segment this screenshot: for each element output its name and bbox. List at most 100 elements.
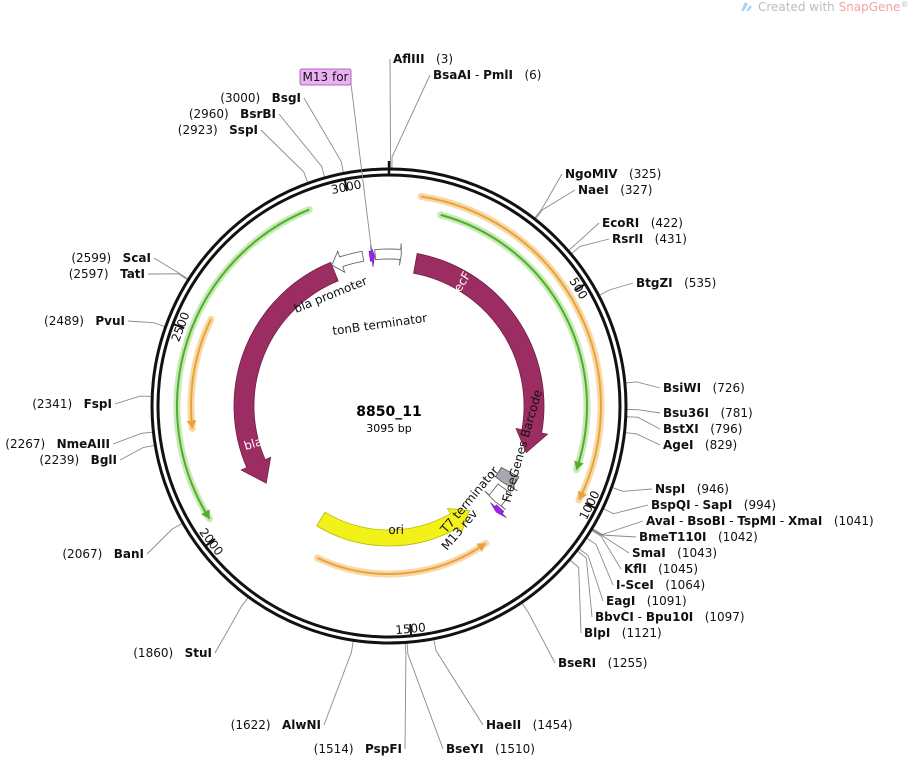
feature-bla-promoter-arrow[interactable] xyxy=(331,249,365,274)
restriction-site[interactable]: I-SceI (1064) xyxy=(616,578,705,592)
restriction-site[interactable]: BstXI (796) xyxy=(663,422,742,436)
site-enzyme-name: SapI xyxy=(703,498,733,512)
site-leader xyxy=(323,641,354,726)
ruler-tick-label: 3000 xyxy=(330,177,363,197)
feature-tonb-terminator-box[interactable] xyxy=(374,243,402,266)
restriction-site[interactable]: (1514) PspFI xyxy=(314,742,402,756)
restriction-site[interactable]: AflIII (3) xyxy=(393,52,453,66)
feature-t7-terminator-box[interactable] xyxy=(484,483,512,510)
restriction-site[interactable]: (1622) AlwNI xyxy=(231,718,321,732)
site-position: (946) xyxy=(685,482,729,496)
site-leader xyxy=(433,639,484,726)
restriction-site[interactable]: (2923) SspI xyxy=(178,123,258,137)
restriction-site[interactable]: BsaAI - PmlI (6) xyxy=(433,68,541,82)
site-label: I-SceI (1064) xyxy=(616,578,705,592)
site-position: (781) xyxy=(709,406,753,420)
restriction-site[interactable]: (2489) PvuI xyxy=(44,314,125,328)
site-label: (2923) SspI xyxy=(178,123,258,137)
primer-m13-for[interactable] xyxy=(368,244,375,267)
site-leader-lines xyxy=(112,58,661,750)
site-leader xyxy=(119,445,155,461)
restriction-site-labels: AflIII (3) BsaAI - PmlI (6) NgoMIV (325) Na… xyxy=(5,52,873,756)
restriction-site[interactable]: Bsu36I (781) xyxy=(663,406,753,420)
restriction-site[interactable]: (2960) BsrBI xyxy=(189,107,276,121)
restriction-site[interactable]: BseYI (1510) xyxy=(446,742,535,756)
site-position: (1514) xyxy=(314,742,365,756)
site-enzyme-name: EagI xyxy=(606,594,635,608)
site-enzyme-name: TatI xyxy=(120,267,145,281)
restriction-site[interactable]: RsrII (431) xyxy=(612,232,687,246)
site-leader xyxy=(127,320,165,327)
site-position: (2923) xyxy=(178,123,229,137)
restriction-site[interactable]: BtgZI (535) xyxy=(636,276,716,290)
restriction-site[interactable]: AgeI (829) xyxy=(663,438,737,452)
restriction-site[interactable]: BspQI - SapI (994) xyxy=(651,498,776,512)
restriction-site[interactable]: (2067) BanI xyxy=(62,547,144,561)
site-leader xyxy=(535,189,576,219)
feature-arrows xyxy=(233,243,549,547)
site-leader xyxy=(577,550,593,618)
primer-m13-for-tag[interactable] xyxy=(299,68,352,86)
site-position: (829) xyxy=(693,438,737,452)
feature-bla-arrow[interactable] xyxy=(233,261,339,484)
site-leader xyxy=(146,523,183,555)
primer-m13-rev[interactable] xyxy=(490,502,507,518)
site-position: (1622) xyxy=(231,718,282,732)
site-enzyme-name: EcoRI xyxy=(602,216,639,230)
restriction-site[interactable]: (2267) NmeAIII xyxy=(5,437,110,451)
restriction-site[interactable]: EcoRI (422) xyxy=(602,216,683,230)
site-label: EcoRI (422) xyxy=(602,216,683,230)
restriction-site[interactable]: (2599) ScaI xyxy=(71,251,151,265)
restriction-site[interactable]: BbvCI - Bpu10I (1097) xyxy=(595,610,745,624)
orf-arrow xyxy=(440,213,588,470)
orf-arrowhead xyxy=(186,420,197,429)
site-leader xyxy=(625,432,661,446)
restriction-site[interactable]: (2239) BglI xyxy=(39,453,117,467)
site-leader xyxy=(260,129,308,183)
feature-secF-arrow[interactable] xyxy=(413,253,549,454)
feature-ori-arrow[interactable] xyxy=(316,508,470,547)
site-position: (422) xyxy=(639,216,683,230)
feature-freegenes-barcode[interactable] xyxy=(490,466,520,492)
restriction-site[interactable]: BmeT110I (1042) xyxy=(639,530,758,544)
site-label: BseYI (1510) xyxy=(446,742,535,756)
site-label: BmeT110I (1042) xyxy=(639,530,758,544)
site-enzyme-name: SmaI xyxy=(632,546,666,560)
plasmid-name: 8850_11 xyxy=(356,404,421,420)
site-label: Bsu36I (781) xyxy=(663,406,753,420)
site-leader xyxy=(599,282,634,296)
site-enzyme-name: BlpI xyxy=(584,626,610,640)
restriction-site[interactable]: EagI (1091) xyxy=(606,594,687,608)
site-label: KflI (1045) xyxy=(624,562,698,576)
site-leader xyxy=(626,416,661,430)
restriction-site[interactable]: (3000) BsgI xyxy=(220,91,301,105)
restriction-site[interactable]: BsiWI (726) xyxy=(663,381,745,395)
site-enzyme-name: AvaI xyxy=(646,514,675,528)
site-separator: - xyxy=(725,514,737,528)
site-leader xyxy=(603,504,649,515)
site-enzyme-name: PmlI xyxy=(483,68,513,82)
site-leader xyxy=(389,58,391,169)
restriction-site[interactable]: NspI (946) xyxy=(655,482,729,496)
restriction-site[interactable]: HaeII (1454) xyxy=(486,718,573,732)
restriction-site[interactable]: BlpI (1121) xyxy=(584,626,662,640)
restriction-site[interactable]: AvaI - BsoBI - TspMI - XmaI (1041) xyxy=(646,514,874,528)
site-enzyme-name: BtgZI xyxy=(636,276,673,290)
site-label: (3000) BsgI xyxy=(220,91,301,105)
restriction-site[interactable]: (2597) TatI xyxy=(69,267,145,281)
restriction-site[interactable]: BseRI (1255) xyxy=(558,656,648,670)
site-enzyme-name: I-SceI xyxy=(616,578,654,592)
restriction-site[interactable]: (1860) StuI xyxy=(133,646,212,660)
restriction-site[interactable]: (2341) FspI xyxy=(32,397,112,411)
restriction-site[interactable]: NgoMIV (325) xyxy=(565,167,661,181)
restriction-site[interactable]: SmaI (1043) xyxy=(632,546,717,560)
site-position: (1097) xyxy=(693,610,744,624)
orf-arrow xyxy=(316,542,487,575)
site-label: HaeII (1454) xyxy=(486,718,573,732)
restriction-site[interactable]: NaeI (327) xyxy=(578,183,652,197)
site-position: (1042) xyxy=(707,530,758,544)
site-leader xyxy=(391,74,431,169)
restriction-site[interactable]: KflI (1045) xyxy=(624,562,698,576)
site-leader xyxy=(569,559,582,634)
